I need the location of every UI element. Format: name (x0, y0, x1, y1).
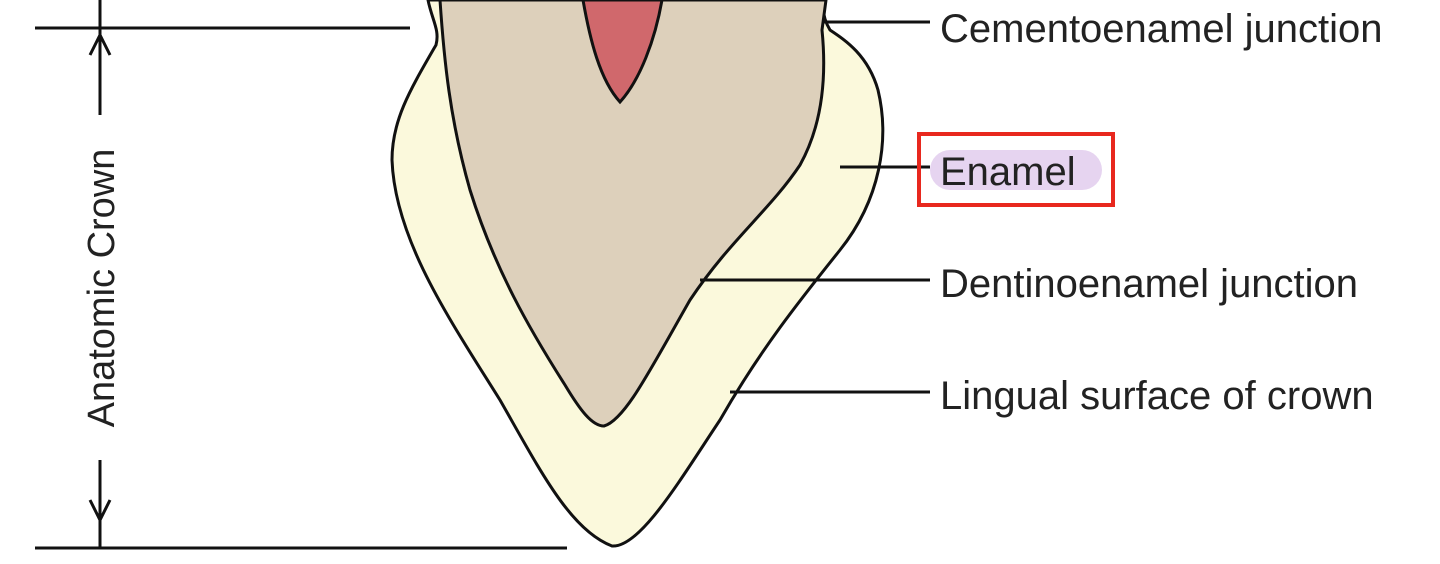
enamel-highlight (930, 150, 1102, 190)
enamel-label[interactable]: Enamel (940, 150, 1076, 194)
arrow-down-icon (88, 499, 112, 524)
pulp-shape (581, 0, 664, 105)
enamel-selection-box (917, 132, 1115, 207)
dentin-shape (438, 0, 828, 428)
cej-label: Cementoenamel junction (940, 7, 1382, 51)
dej-label: Dentinoenamel junction (940, 262, 1358, 306)
arrow-up-icon (88, 31, 112, 56)
lingual-label: Lingual surface of crown (940, 374, 1374, 418)
anatomic-crown-label: Anatomic Crown (81, 149, 123, 428)
